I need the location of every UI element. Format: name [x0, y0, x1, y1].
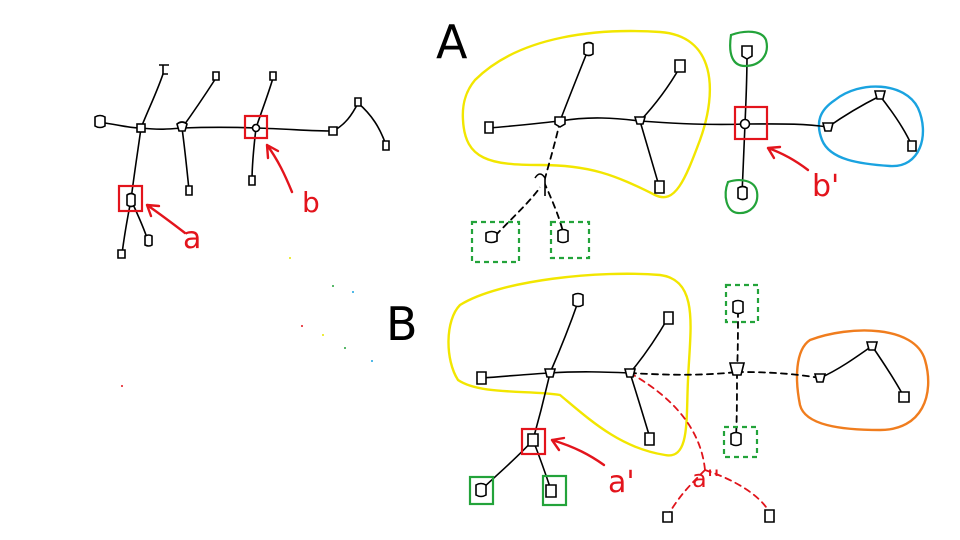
highlight-box-b-prime [733, 105, 769, 141]
arrow-a [145, 203, 187, 235]
original-tree: b a [94, 64, 390, 259]
original-tree-nodes [94, 64, 390, 259]
group-yellow-b [447, 272, 692, 457]
marker-b-label: b [302, 186, 320, 219]
marker-a-label: a [183, 221, 201, 256]
leaf-box-b-left [468, 475, 495, 506]
panel-a-title: A [436, 15, 468, 69]
panel-b: B [386, 272, 930, 523]
panel-a-edges [488, 49, 913, 238]
leaf-box-a-dash-right [549, 220, 591, 260]
marker-b-prime-label: b' [812, 169, 839, 204]
marker-a-double-prime-label: a'' [692, 465, 720, 493]
panel-a-nodes [484, 41, 917, 244]
marker-a-prime-label: a' [608, 465, 635, 500]
highlight-box-b [243, 114, 269, 140]
group-yellow-a [461, 29, 711, 199]
leaf-box-a-dash-left [470, 220, 521, 264]
leaf-box-b-dash-top [724, 283, 760, 324]
arrow-b [265, 143, 294, 194]
group-orange-b [795, 329, 930, 432]
leaf-box-a-top [729, 30, 768, 68]
arrow-a-prime [550, 436, 606, 467]
arrow-b-prime [766, 145, 810, 172]
leaf-box-a-bottom [724, 179, 759, 215]
leaf-box-b-dash-bottom [722, 425, 759, 459]
stray-specks [121, 257, 373, 387]
leaf-box-b-right [541, 474, 568, 507]
panel-a: A [436, 15, 925, 264]
highlight-box-a-prime [520, 427, 547, 456]
original-tree-edges [104, 70, 387, 255]
panel-b-title: B [386, 297, 418, 351]
panel-b-nodes [475, 292, 910, 523]
group-blue-a [817, 85, 925, 168]
highlight-box-a [117, 184, 144, 213]
